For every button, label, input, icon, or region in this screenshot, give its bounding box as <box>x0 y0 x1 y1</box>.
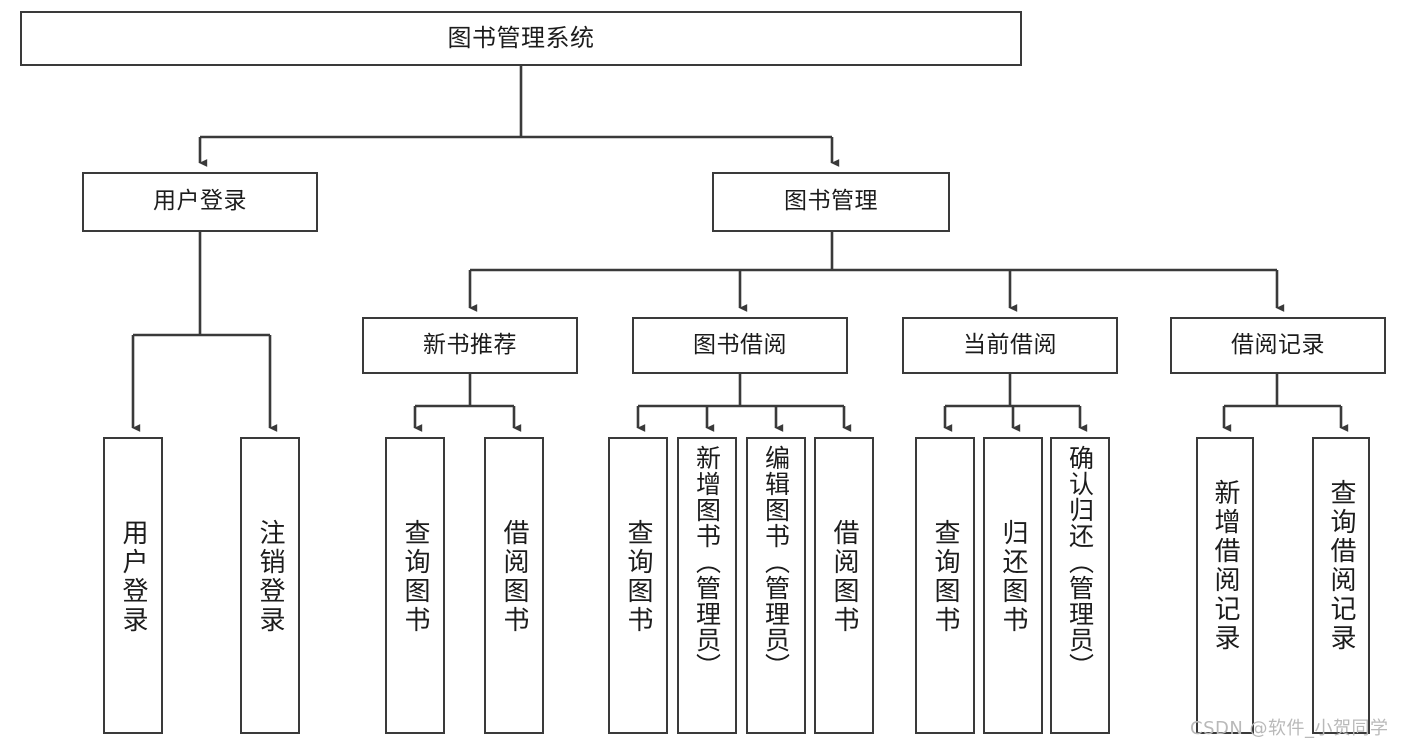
node-label: 查询图书 <box>400 519 430 635</box>
node-book-management[interactable]: 图书管理 <box>712 172 950 232</box>
node-leaf-add-borrow-record[interactable]: 新增借阅记录 <box>1196 437 1254 734</box>
node-leaf-edit-book-admin[interactable]: 编辑图书（管理员） <box>746 437 806 734</box>
node-label: 注销登录 <box>255 519 285 635</box>
node-label: 借阅记录 <box>1231 331 1325 358</box>
node-user-login[interactable]: 用户登录 <box>82 172 318 232</box>
node-leaf-query-book-current[interactable]: 查询图书 <box>915 437 975 734</box>
node-leaf-query-borrow-record[interactable]: 查询借阅记录 <box>1312 437 1370 734</box>
node-leaf-add-book-admin[interactable]: 新增图书（管理员） <box>677 437 737 734</box>
node-label: 新书推荐 <box>423 331 517 358</box>
node-label: 归还图书 <box>998 519 1028 635</box>
node-label: 查询借阅记录 <box>1326 479 1356 653</box>
node-leaf-borrow-book[interactable]: 借阅图书 <box>814 437 874 734</box>
node-label: 查询图书 <box>623 519 653 635</box>
node-leaf-confirm-return-admin[interactable]: 确认归还（管理员） <box>1050 437 1110 734</box>
node-leaf-borrow-book-recommend[interactable]: 借阅图书 <box>484 437 544 734</box>
node-leaf-return-book[interactable]: 归还图书 <box>983 437 1043 734</box>
node-current-borrow[interactable]: 当前借阅 <box>902 317 1118 374</box>
node-leaf-query-book-recommend[interactable]: 查询图书 <box>385 437 445 734</box>
node-label: 确认归还（管理员） <box>1065 445 1095 679</box>
node-label: 用户登录 <box>118 519 148 635</box>
node-label: 新增图书（管理员） <box>692 445 722 679</box>
node-label: 图书管理 <box>784 188 878 215</box>
node-label: 图书借阅 <box>693 331 787 358</box>
node-label: 借阅图书 <box>499 519 529 635</box>
node-borrow-record[interactable]: 借阅记录 <box>1170 317 1386 374</box>
node-new-book-recommend[interactable]: 新书推荐 <box>362 317 578 374</box>
node-label: 用户登录 <box>153 188 247 215</box>
node-label: 新增借阅记录 <box>1210 479 1240 653</box>
node-leaf-query-book-borrow[interactable]: 查询图书 <box>608 437 668 734</box>
node-label: 借阅图书 <box>829 519 859 635</box>
node-leaf-logout[interactable]: 注销登录 <box>240 437 300 734</box>
node-leaf-user-login[interactable]: 用户登录 <box>103 437 163 734</box>
node-label: 查询图书 <box>930 519 960 635</box>
node-label: 编辑图书（管理员） <box>761 445 791 679</box>
csdn-watermark: CSDN @软件_小贺同学 <box>1190 718 1389 739</box>
node-label: 图书管理系统 <box>447 24 595 53</box>
node-label: 当前借阅 <box>963 331 1057 358</box>
node-book-borrow[interactable]: 图书借阅 <box>632 317 848 374</box>
node-root-system[interactable]: 图书管理系统 <box>20 11 1022 66</box>
